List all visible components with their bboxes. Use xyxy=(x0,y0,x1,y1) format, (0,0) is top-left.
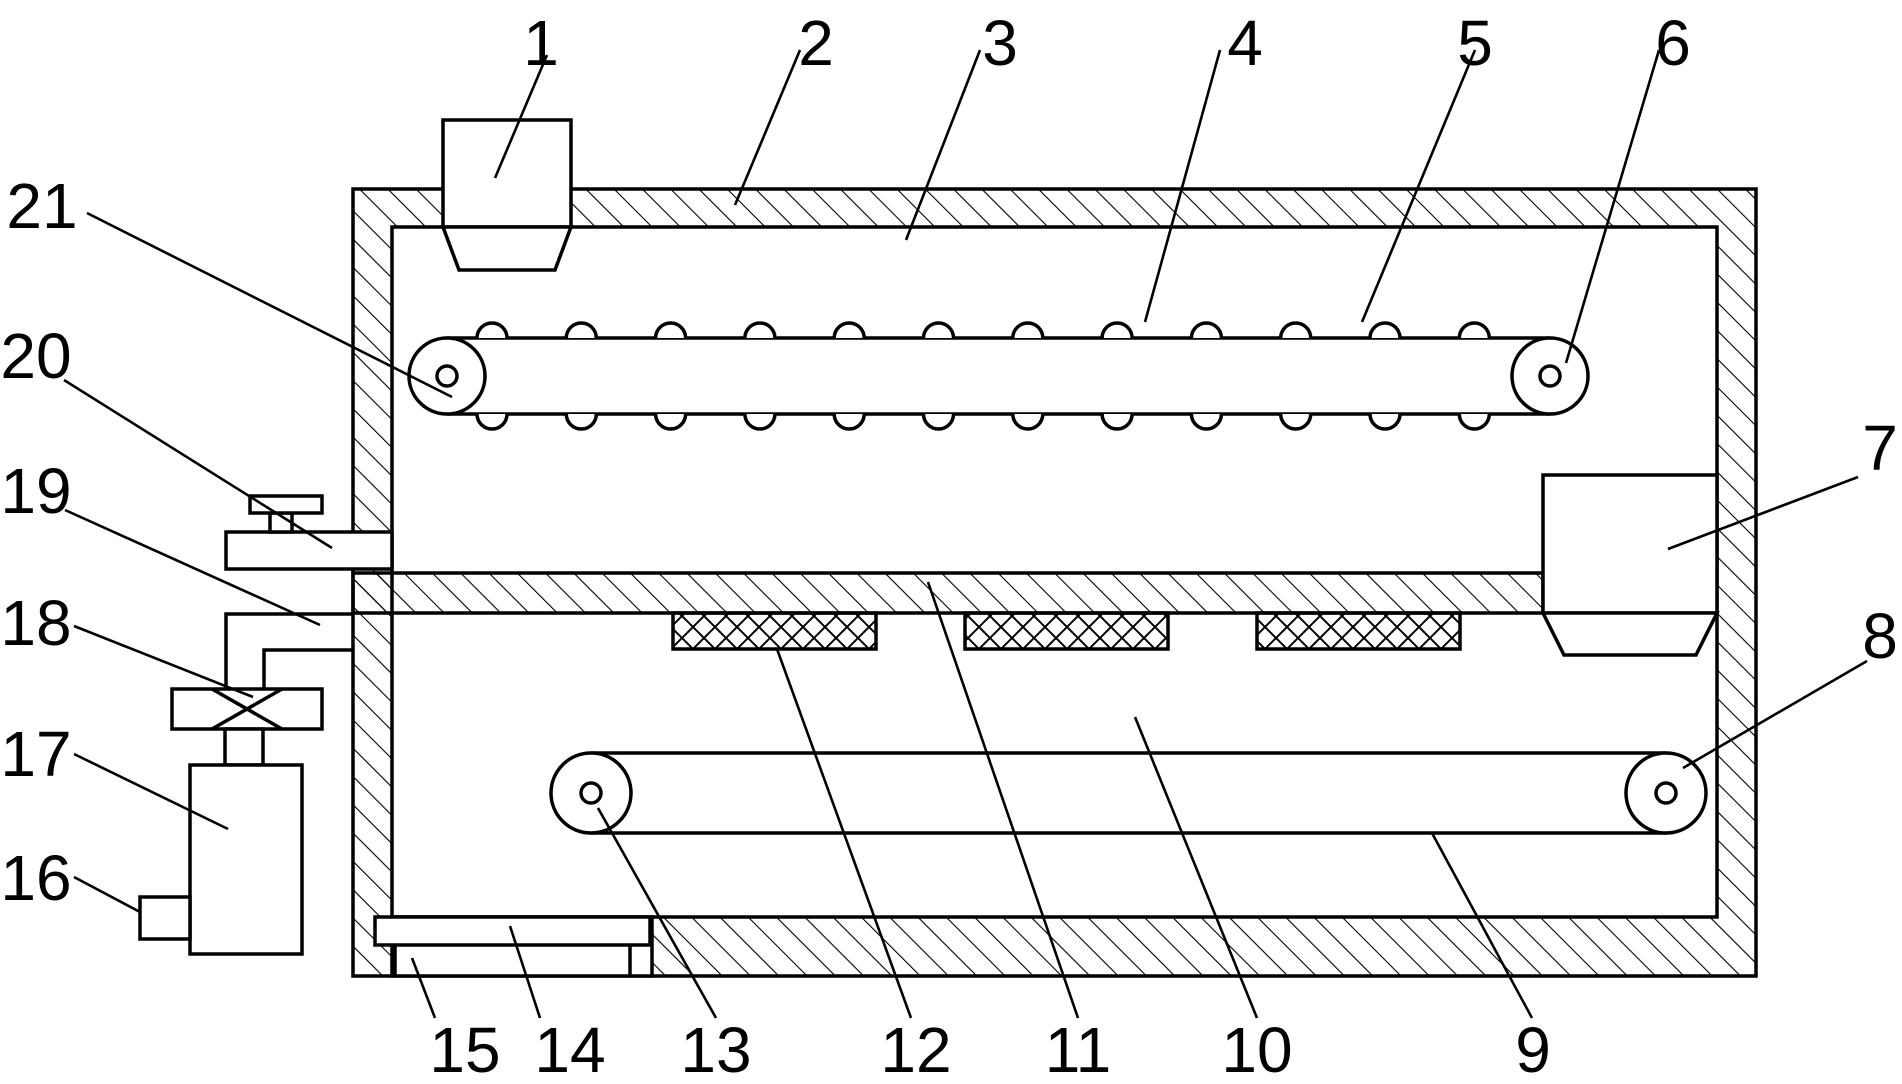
belt-bump-top xyxy=(832,321,866,339)
upper-right-roller-axle xyxy=(1538,364,1562,388)
label-4: 4 xyxy=(1227,7,1263,79)
belt-bump-bottom xyxy=(1368,413,1402,431)
belt-bump-top xyxy=(1011,321,1045,339)
belt-bump-bottom xyxy=(1278,413,1313,431)
lower-left-roller-axle xyxy=(579,781,603,805)
label-1: 1 xyxy=(523,7,559,79)
label-13: 13 xyxy=(680,1014,751,1084)
label-18: 18 xyxy=(0,587,71,659)
label-12: 12 xyxy=(880,1014,951,1084)
label-6: 6 xyxy=(1655,7,1691,79)
belt-bump-bottom xyxy=(832,413,866,431)
heating-element-2 xyxy=(963,611,1170,651)
upper-left-roller-axle xyxy=(435,364,459,388)
belt-bump-top xyxy=(653,321,688,339)
belt-bump-top xyxy=(1100,321,1134,339)
pump-inlet xyxy=(138,895,192,941)
heating-element-3 xyxy=(1255,611,1462,651)
label-20: 20 xyxy=(0,320,71,392)
housing-wall xyxy=(351,187,1758,978)
belt-bump-bottom xyxy=(1189,413,1224,431)
belt-bump-top xyxy=(564,321,599,339)
pump-neck xyxy=(223,727,265,767)
label-11: 11 xyxy=(1045,1014,1111,1084)
belt-bump-bottom xyxy=(921,413,956,431)
label-15: 15 xyxy=(429,1014,500,1084)
label-3: 3 xyxy=(982,7,1018,79)
label-5: 5 xyxy=(1457,7,1493,79)
belt-bump-bottom xyxy=(1100,413,1134,431)
gas-pipe-inner xyxy=(262,648,353,689)
belt-bump-bottom xyxy=(1457,413,1492,431)
belt-bump-top xyxy=(1368,321,1402,339)
valve-bracket-plate xyxy=(224,530,394,571)
label-2: 2 xyxy=(798,7,834,79)
gas-pipe-outer xyxy=(224,612,353,689)
belt-bump-bottom xyxy=(564,413,599,431)
feed-hopper-top xyxy=(441,118,573,229)
label-21: 21 xyxy=(6,170,77,242)
belt-bump-bottom xyxy=(743,413,777,431)
belt-bump-top xyxy=(1189,321,1224,339)
belt-bump-top xyxy=(475,321,509,339)
feed-hopper-funnel xyxy=(440,225,574,272)
label-7: 7 xyxy=(1862,412,1898,484)
part-labels: 1 2 3 4 5 6 7 8 9 10 11 12 13 14 15 16 1… xyxy=(0,7,1897,1084)
leader-lines xyxy=(63,49,1868,1019)
discharge-funnel xyxy=(1540,611,1720,657)
heating-element-1 xyxy=(671,611,878,651)
label-16: 16 xyxy=(0,842,71,914)
partition-plate xyxy=(351,571,1545,615)
belt-bump-bottom xyxy=(1011,413,1045,431)
belt-bump-bottom xyxy=(653,413,688,431)
lower-right-roller-axle xyxy=(1654,781,1678,805)
discharge-box xyxy=(1541,473,1719,615)
label-10: 10 xyxy=(1221,1014,1292,1084)
label-8: 8 xyxy=(1862,600,1898,672)
lower-conveyor xyxy=(549,751,1708,835)
belt-bump-top xyxy=(743,321,777,339)
belt-bump-bottom xyxy=(475,413,509,431)
belt-bump-top xyxy=(1278,321,1313,339)
upper-conveyor xyxy=(407,321,1590,431)
pipe-valve-cross-2 xyxy=(211,687,283,731)
label-14: 14 xyxy=(534,1014,605,1084)
label-19: 19 xyxy=(0,455,71,527)
label-17: 17 xyxy=(0,718,71,790)
belt-bump-top xyxy=(1457,321,1492,339)
label-9: 9 xyxy=(1515,1014,1551,1084)
belt-bump-top xyxy=(921,321,956,339)
pump-body xyxy=(188,763,304,956)
